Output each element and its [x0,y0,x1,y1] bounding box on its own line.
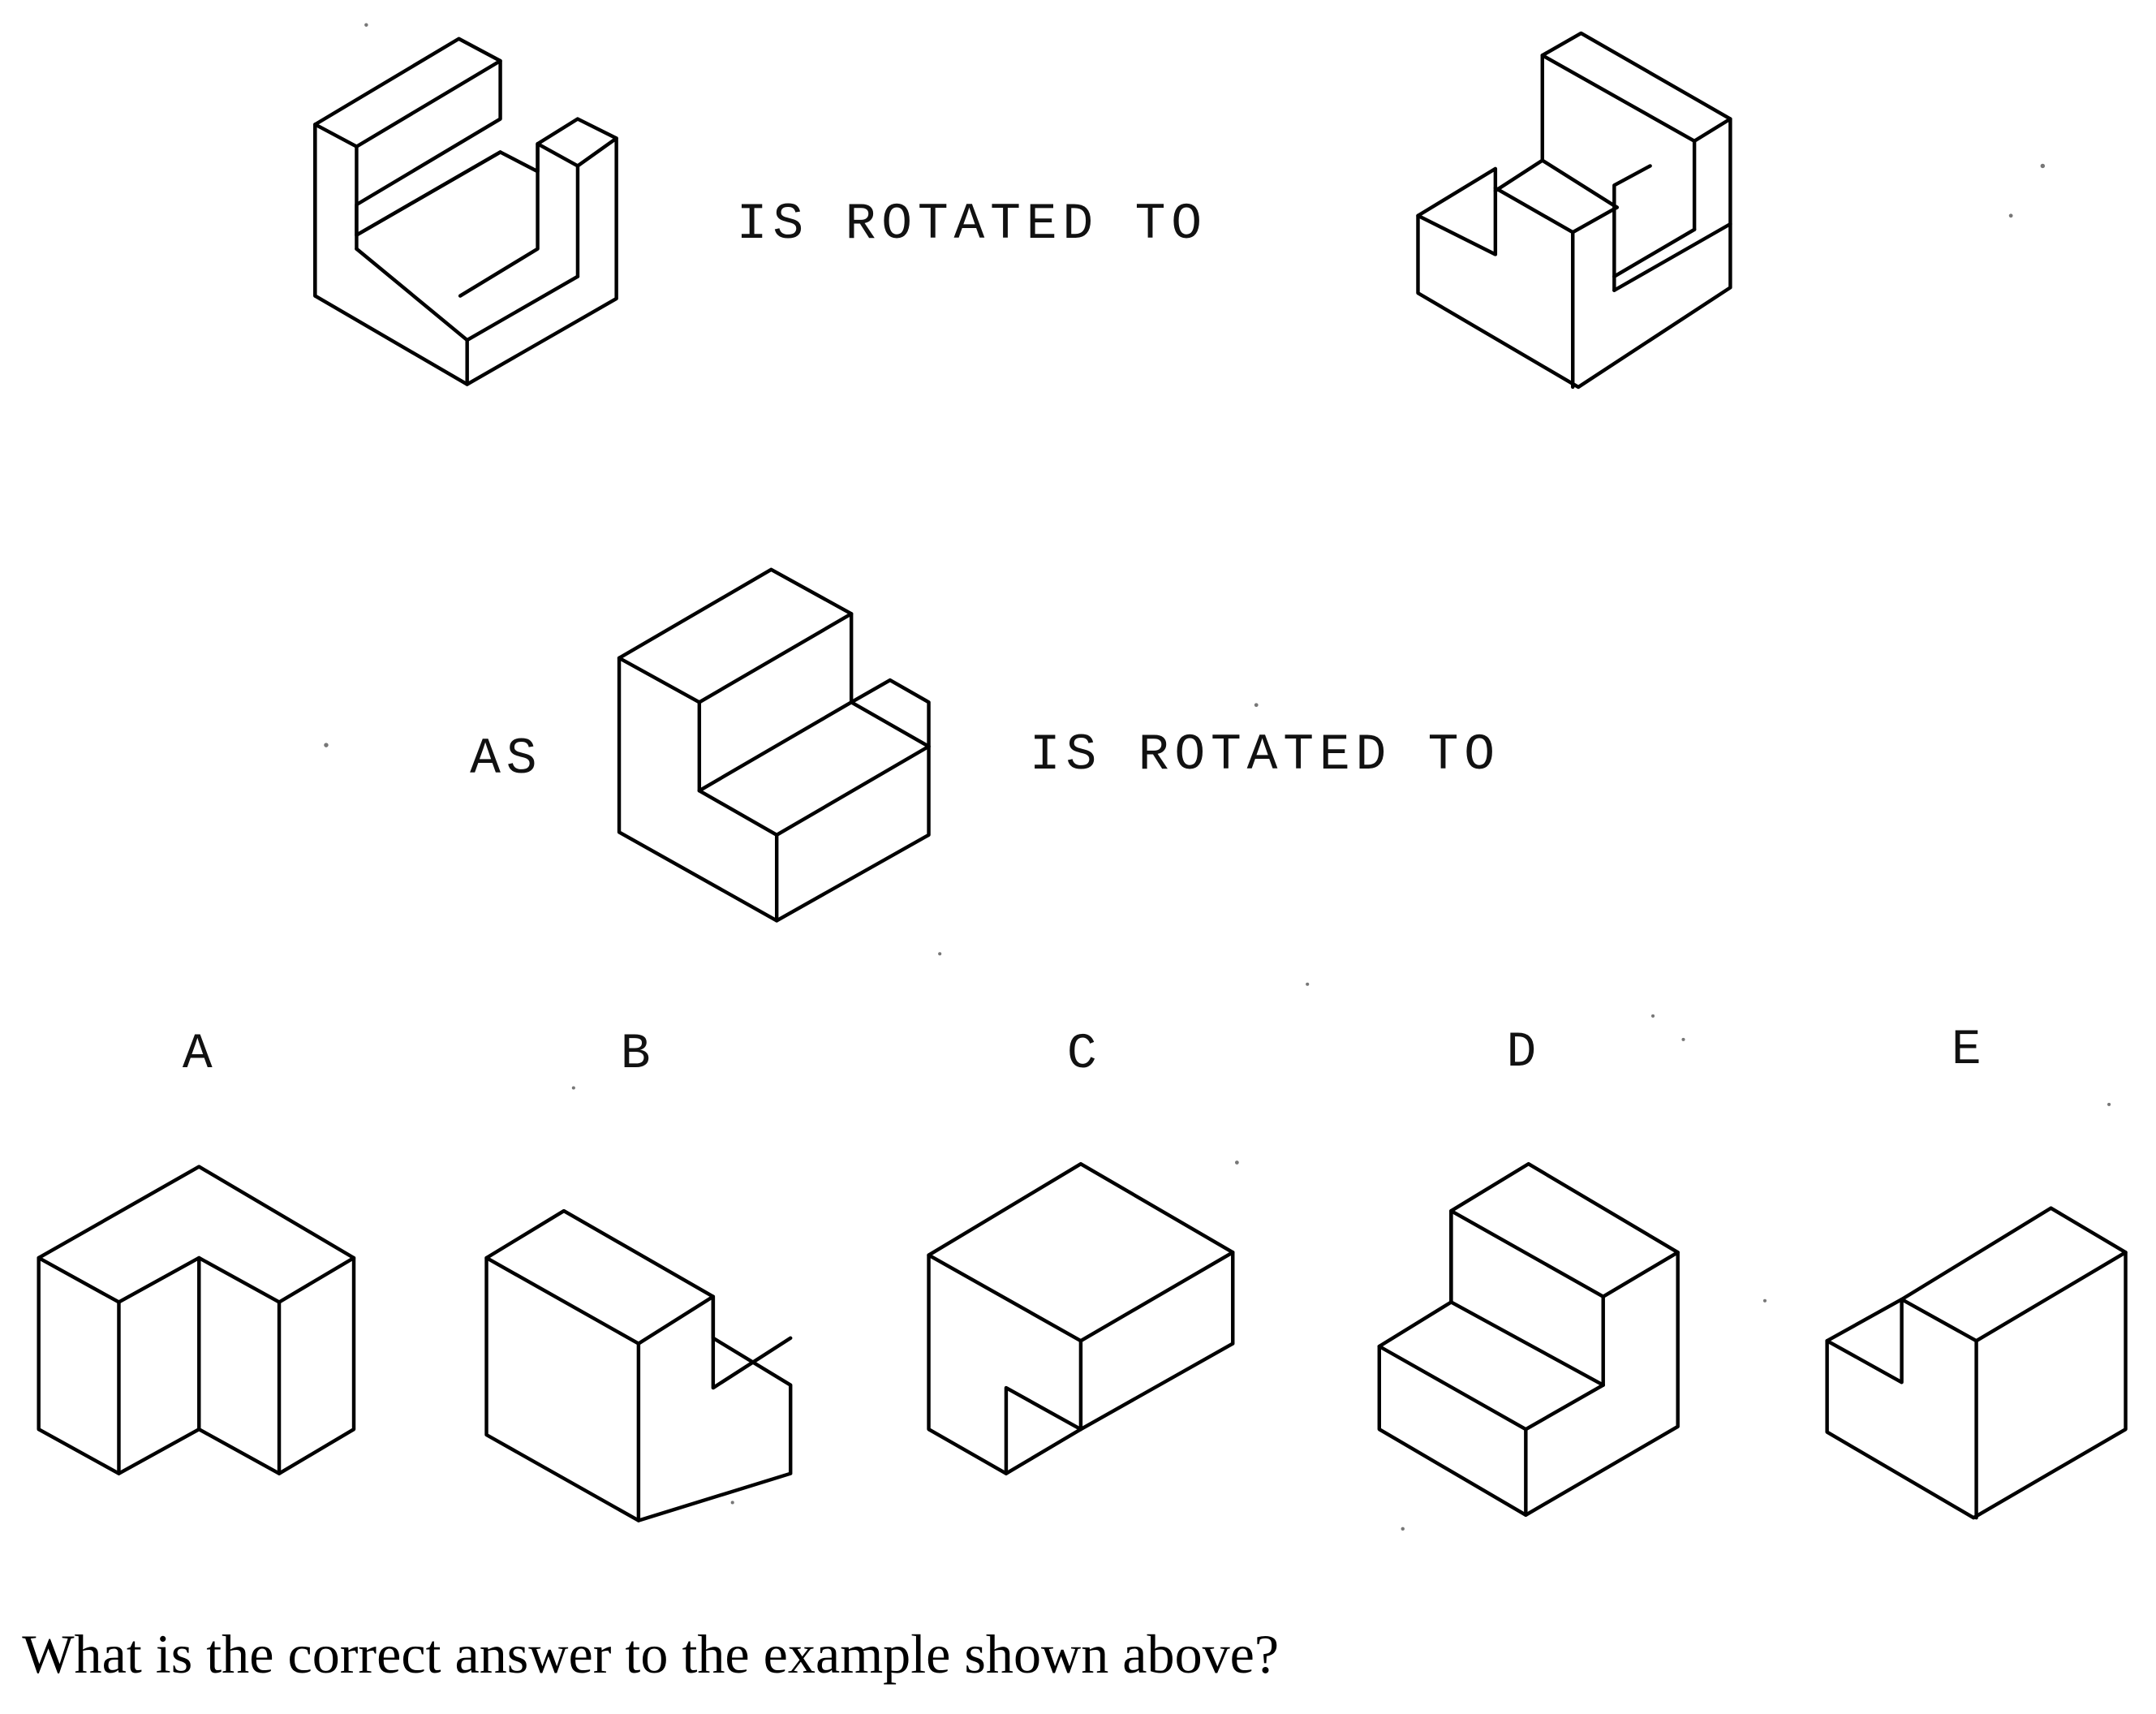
caption-as: AS [470,730,542,788]
scan-specks [324,23,2111,1531]
option-a-figure[interactable] [37,1165,356,1475]
option-label-b: B [621,1027,651,1083]
option-b-figure[interactable] [484,1208,793,1522]
option-d-figure[interactable] [1377,1161,1680,1517]
example-u-block-rotated [1416,31,1732,390]
caption-is-rotated-to-2: IS ROTATED TO [1030,726,1500,784]
option-label-a: A [183,1027,213,1083]
example-step-block [617,567,931,923]
option-c-figure[interactable] [927,1161,1235,1475]
question-text: What is the correct answer to the exampl… [22,1623,1279,1685]
example-u-block-original [313,37,618,386]
option-label-c: C [1067,1027,1097,1083]
option-e-figure[interactable] [1825,1206,2128,1520]
option-label-e: E [1952,1023,1982,1079]
option-label-d: D [1506,1025,1536,1081]
caption-is-rotated-to-1: IS ROTATED TO [737,196,1207,253]
